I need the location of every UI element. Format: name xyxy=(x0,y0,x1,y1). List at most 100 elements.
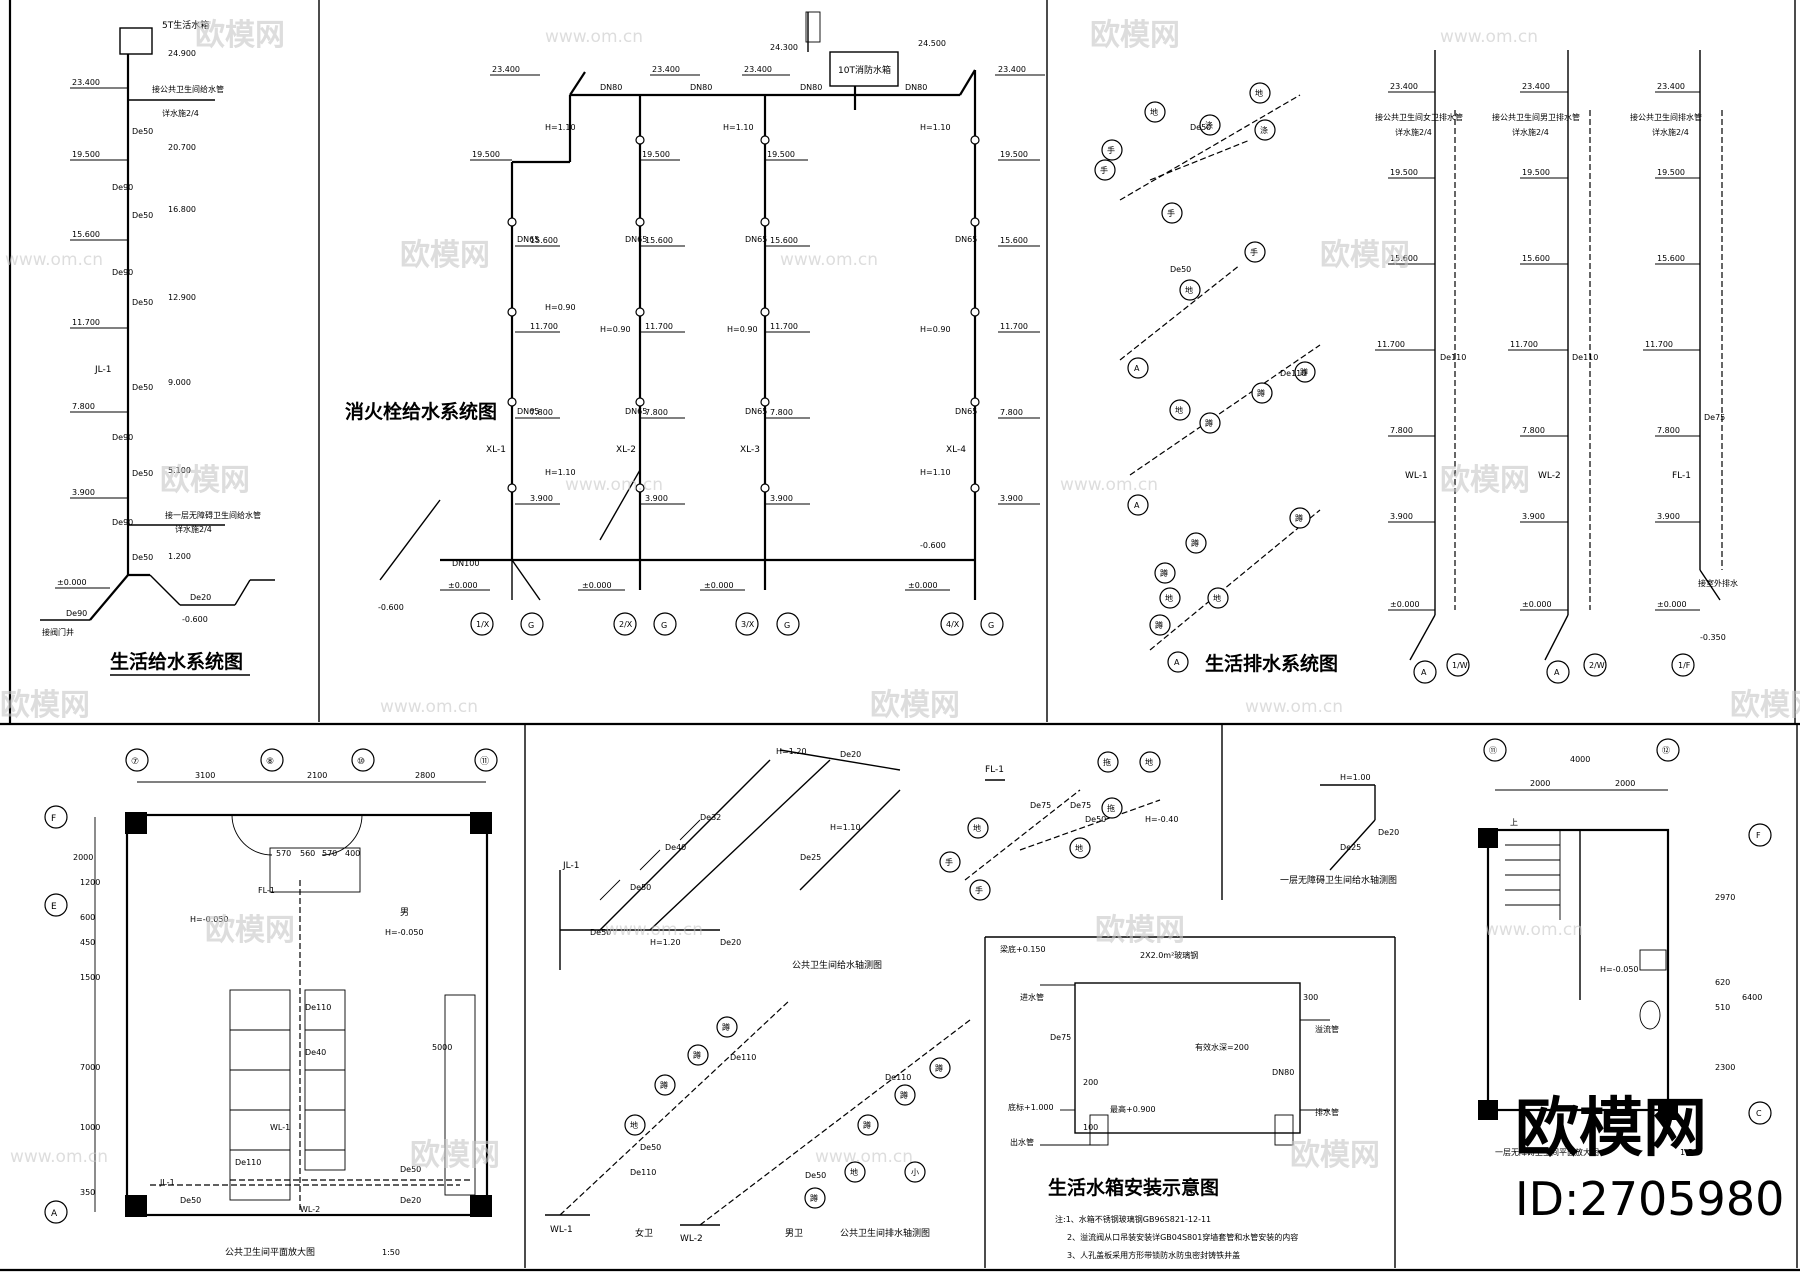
axo-supply-title: 公共卫生间给水轴测图 xyxy=(792,959,882,971)
svg-text:欧模网: 欧模网 xyxy=(1290,1138,1380,1173)
svg-text:手: 手 xyxy=(1250,247,1258,257)
svg-text:De25: De25 xyxy=(1340,843,1361,852)
svg-text:蹲: 蹲 xyxy=(900,1090,908,1100)
accessible-plan: ⑪ ⑫ F C 4000 2000 2000 2970 620 510 6400… xyxy=(1478,738,1772,1157)
svg-text:地: 地 xyxy=(973,823,981,833)
svg-text:XL-1: XL-1 xyxy=(486,445,506,455)
svg-text:De90: De90 xyxy=(112,518,133,527)
svg-text:详水施2/4: 详水施2/4 xyxy=(1512,127,1549,137)
svg-text:7.800: 7.800 xyxy=(530,408,553,417)
svg-text:接一层无障碍卫生间给水管: 接一层无障碍卫生间给水管 xyxy=(165,510,261,520)
svg-text:www.om.cn: www.om.cn xyxy=(10,1147,108,1167)
svg-text:1/F: 1/F xyxy=(1678,661,1691,670)
svg-text:De50: De50 xyxy=(805,1171,826,1180)
svg-text:15.600: 15.600 xyxy=(770,236,798,245)
svg-text:H=1.10: H=1.10 xyxy=(920,468,951,477)
svg-text:详水施2/4: 详水施2/4 xyxy=(175,524,212,534)
svg-text:4/X: 4/X xyxy=(946,620,960,629)
svg-text:欧模网: 欧模网 xyxy=(400,238,490,273)
svg-text:www.om.cn: www.om.cn xyxy=(545,27,643,47)
svg-text:4000: 4000 xyxy=(1570,755,1590,764)
svg-text:570: 570 xyxy=(322,849,337,858)
svg-text:560: 560 xyxy=(300,849,315,858)
svg-text:H=0.90: H=0.90 xyxy=(545,303,576,312)
svg-text:11.700: 11.700 xyxy=(1377,340,1405,349)
svg-text:±0.000: ±0.000 xyxy=(582,581,612,590)
svg-text:De20: De20 xyxy=(840,750,861,759)
svg-text:19.500: 19.500 xyxy=(1000,150,1028,159)
svg-text:2/W: 2/W xyxy=(1589,661,1605,670)
svg-text:3.900: 3.900 xyxy=(1000,494,1023,503)
svg-text:H=-0.050: H=-0.050 xyxy=(190,915,229,924)
svg-text:De110: De110 xyxy=(1572,353,1598,362)
svg-text:www.om.cn: www.om.cn xyxy=(605,920,703,940)
svg-text:www.om.cn: www.om.cn xyxy=(565,475,663,495)
plan-grid-top: ⑦ ⑧ ⑩ ⑪ 3100 2100 2800 xyxy=(125,748,498,783)
svg-text:H=1.10: H=1.10 xyxy=(830,823,861,832)
svg-text:De20: De20 xyxy=(1378,828,1399,837)
svg-text:2000: 2000 xyxy=(73,853,93,862)
axo-accessible-title: 一层无障碍卫生间给水轴测图 xyxy=(1280,874,1397,886)
supply-pipe-labels: De50 De50 De50 De50 De50 De50 De90 De90 … xyxy=(66,127,211,618)
svg-text:5000: 5000 xyxy=(432,1043,452,1052)
svg-text:De20: De20 xyxy=(190,593,211,602)
svg-text:www.om.cn: www.om.cn xyxy=(1485,920,1583,940)
svg-text:进水管: 进水管 xyxy=(1020,992,1044,1002)
svg-text:23.400: 23.400 xyxy=(1657,82,1685,91)
svg-text:11.700: 11.700 xyxy=(72,318,100,327)
svg-text:地: 地 xyxy=(1255,88,1263,98)
svg-text:300: 300 xyxy=(1303,993,1318,1002)
supply-title: 生活给水系统图 xyxy=(110,650,243,673)
svg-text:www.om.cn: www.om.cn xyxy=(815,1147,913,1167)
svg-text:XL-2: XL-2 xyxy=(616,445,636,455)
svg-text:De50: De50 xyxy=(590,928,611,937)
svg-text:De75: De75 xyxy=(1030,801,1051,810)
svg-text:www.om.cn: www.om.cn xyxy=(1440,27,1538,47)
fire-axis-circles: 1/X G 2/X G 3/X G 4/X G xyxy=(470,612,1004,636)
svg-text:DN65: DN65 xyxy=(745,235,767,244)
svg-text:地: 地 xyxy=(1075,843,1083,853)
svg-text:De50: De50 xyxy=(132,469,153,478)
svg-text:⑦: ⑦ xyxy=(131,757,139,767)
svg-text:De50: De50 xyxy=(640,1143,661,1152)
drain-title: 生活排水系统图 xyxy=(1205,652,1338,675)
svg-text:H=0.90: H=0.90 xyxy=(727,325,758,334)
svg-text:2X2.0m²玻璃钢: 2X2.0m²玻璃钢 xyxy=(1140,950,1198,960)
svg-text:1000: 1000 xyxy=(80,1123,100,1132)
drain-axis-circles: A 1/W A 2/W 1/F xyxy=(1413,653,1695,684)
svg-text:3、人孔盖板采用方形带锁防水防虫密封铸铁井盖: 3、人孔盖板采用方形带锁防水防虫密封铸铁井盖 xyxy=(1067,1250,1240,1260)
svg-text:-0.600: -0.600 xyxy=(920,541,946,550)
svg-text:2000: 2000 xyxy=(1615,779,1635,788)
svg-text:DN65: DN65 xyxy=(517,235,539,244)
svg-text:24.500: 24.500 xyxy=(918,39,946,48)
logo-id: ID:2705980 xyxy=(1515,1172,1784,1226)
accessible-supply-axonometric: H=1.00 De20 De25 一层无障碍卫生间给水轴测图 xyxy=(1280,773,1399,886)
svg-text:地: 地 xyxy=(1165,593,1173,603)
svg-text:H=1.10: H=1.10 xyxy=(545,468,576,477)
svg-text:FL-1: FL-1 xyxy=(258,886,275,895)
svg-text:De75: De75 xyxy=(1050,1033,1071,1042)
svg-text:De110: De110 xyxy=(885,1073,911,1082)
svg-text:2、溢流阀从口吊装安装详GB04S801穿墙套管和水管安装的: 2、溢流阀从口吊装安装详GB04S801穿墙套管和水管安装的内容 xyxy=(1067,1232,1298,1242)
svg-text:H=0.90: H=0.90 xyxy=(600,325,631,334)
svg-text:蹲: 蹲 xyxy=(1160,568,1168,578)
svg-text:±0.000: ±0.000 xyxy=(1657,600,1687,609)
svg-text:详水施2/4: 详水施2/4 xyxy=(1395,127,1432,137)
svg-text:±0.000: ±0.000 xyxy=(908,581,938,590)
svg-text:A: A xyxy=(1554,668,1560,677)
svg-text:接公共卫生间男卫排水管: 接公共卫生间男卫排水管 xyxy=(1492,112,1580,122)
svg-text:De90: De90 xyxy=(112,433,133,442)
svg-text:16.800: 16.800 xyxy=(168,205,196,214)
svg-text:510: 510 xyxy=(1715,1003,1730,1012)
svg-text:23.400: 23.400 xyxy=(998,65,1026,74)
svg-text:De40: De40 xyxy=(305,1048,326,1057)
svg-text:⑪: ⑪ xyxy=(1489,746,1497,755)
drain-riser-labels: WL-1 WL-2 FL-1 De110 De110 De75 xyxy=(1405,353,1725,481)
svg-text:H=-0.050: H=-0.050 xyxy=(385,928,424,937)
svg-text:3.900: 3.900 xyxy=(72,488,95,497)
supply-elevations: 23.400 19.500 15.600 11.700 7.800 3.900 … xyxy=(55,78,128,589)
stairs: 上 xyxy=(1505,818,1561,920)
svg-text:9.000: 9.000 xyxy=(168,378,191,387)
svg-text:蹲: 蹲 xyxy=(1155,620,1163,630)
